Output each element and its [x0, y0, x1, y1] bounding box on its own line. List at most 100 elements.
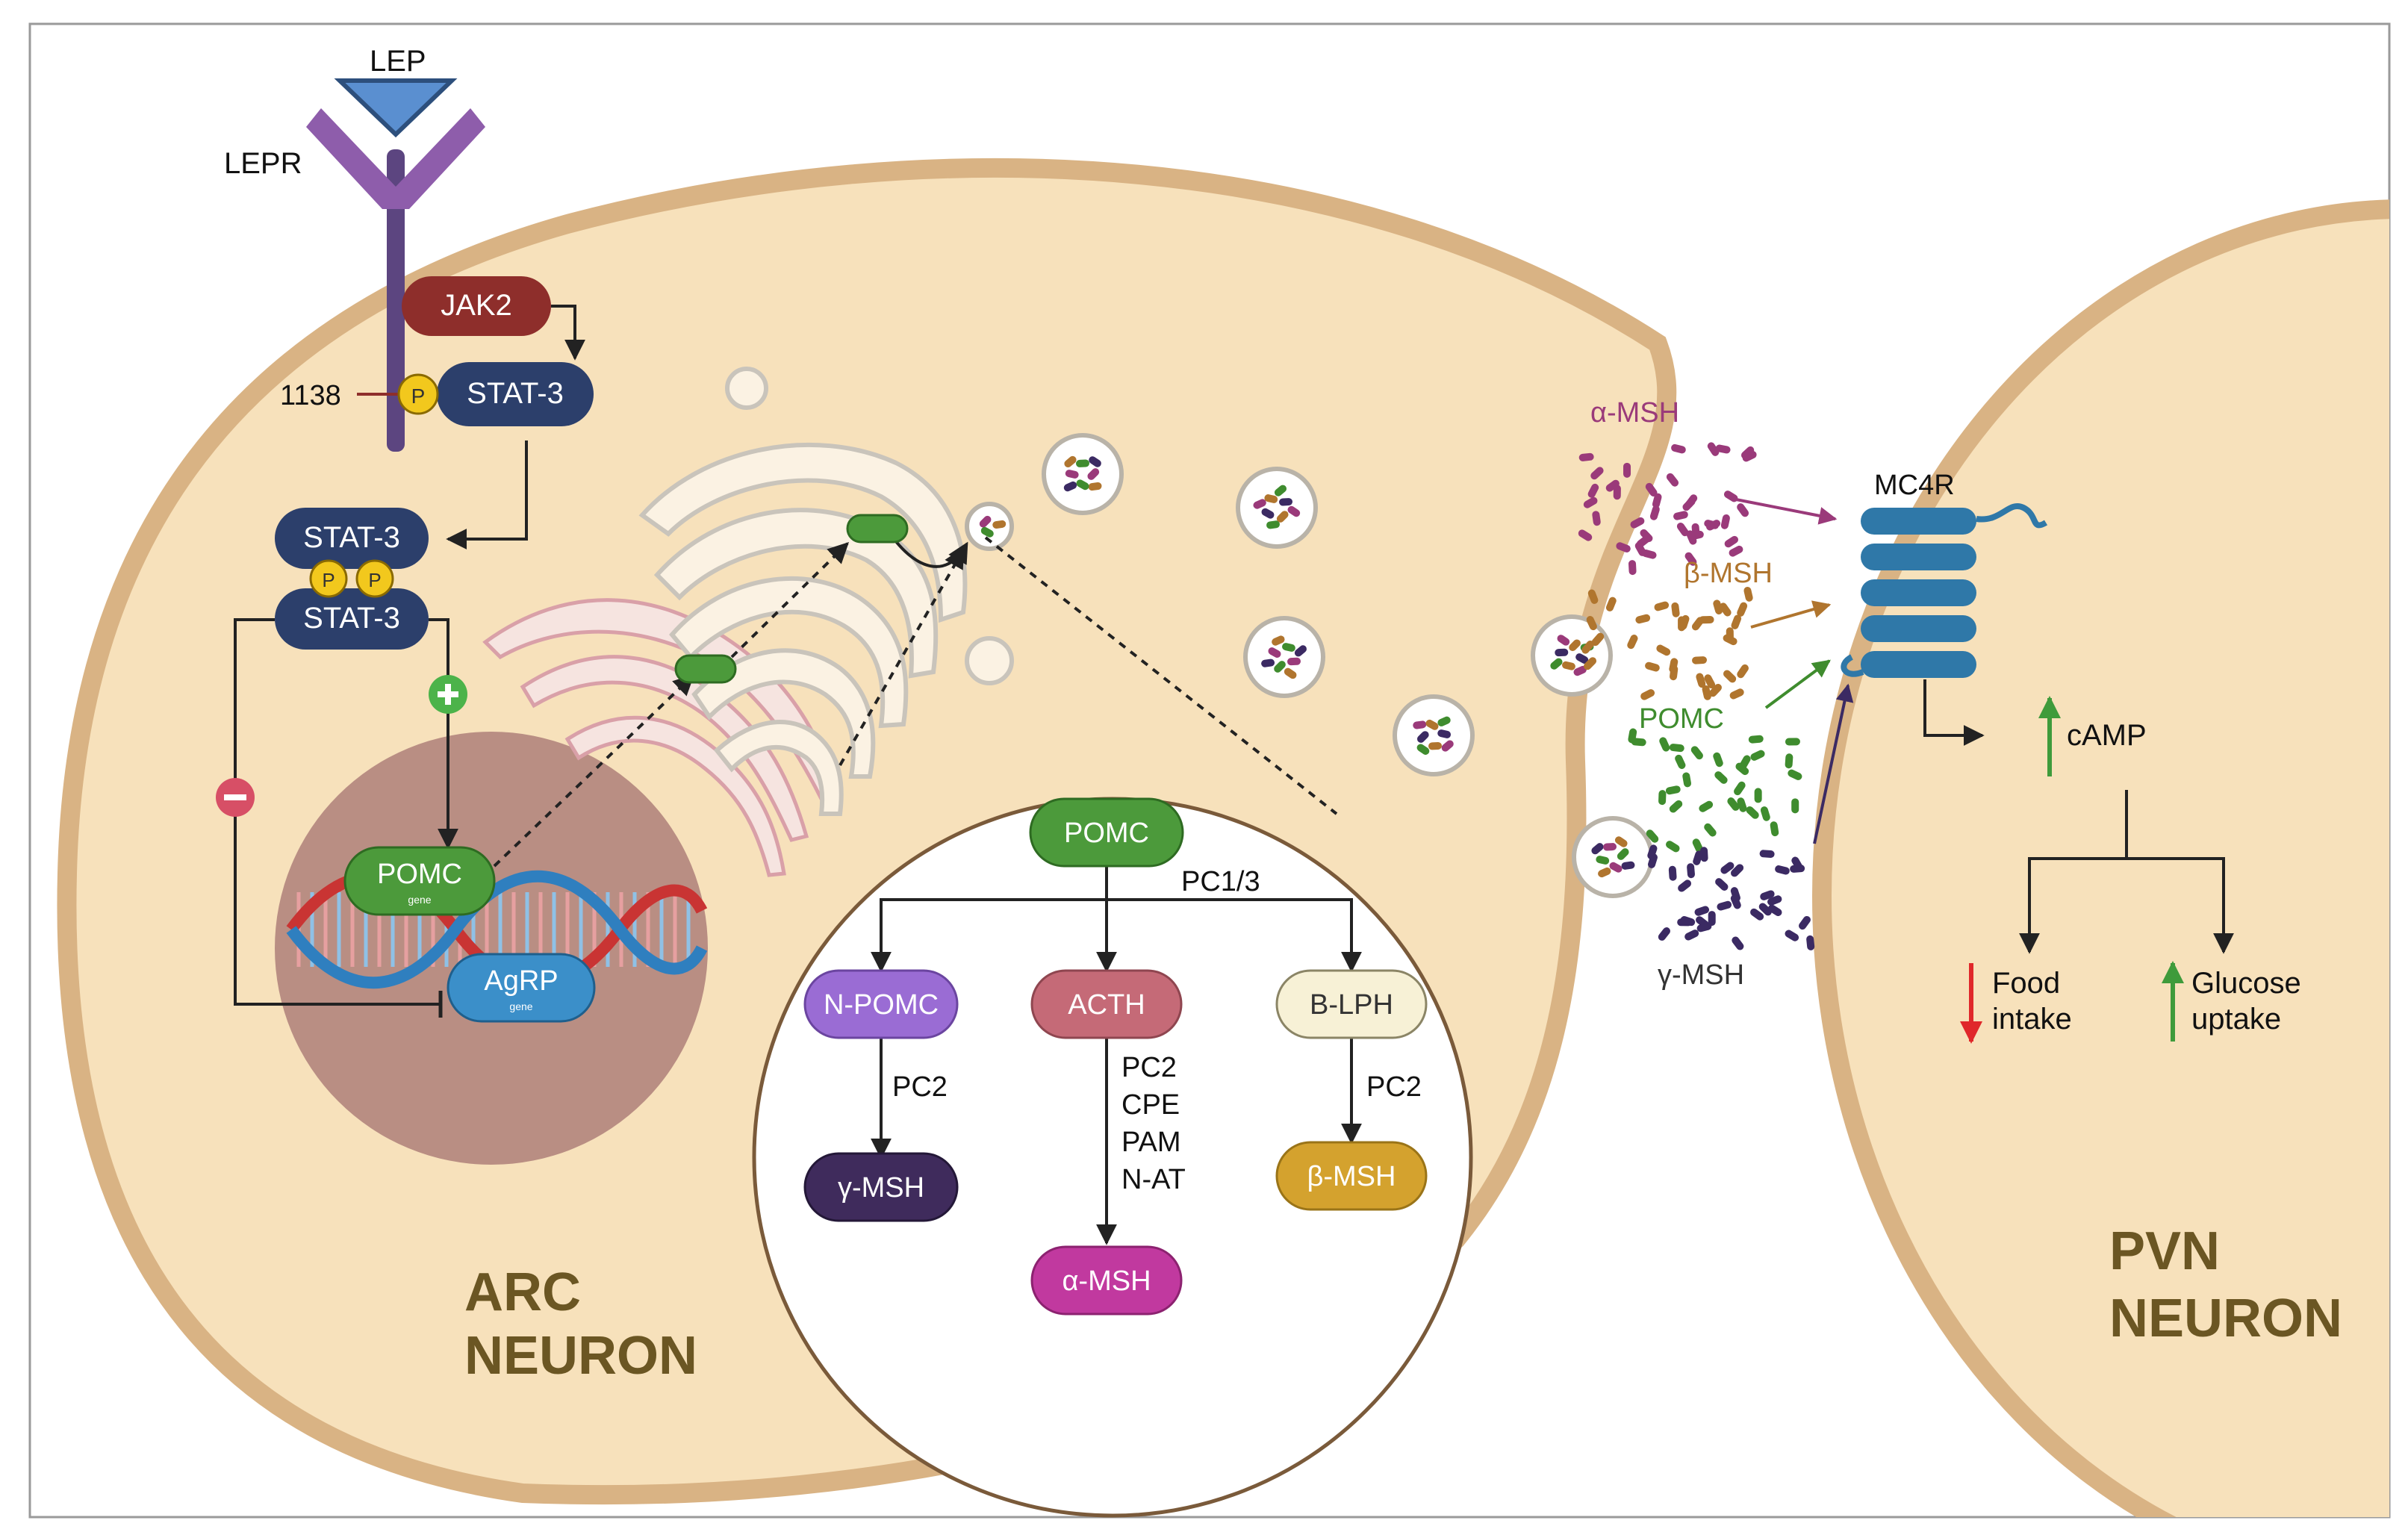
- vesicle: [965, 502, 1014, 551]
- peptide: [1740, 446, 1755, 459]
- inset-gamma-msh-box: [803, 1152, 959, 1222]
- peptide: [1671, 602, 1680, 617]
- food-intake-label-line2: intake: [1992, 1003, 2072, 1036]
- phospho-circle: [309, 559, 348, 598]
- inset-npomc-box: [803, 969, 959, 1039]
- peptide: [1731, 614, 1742, 629]
- peptide: [1613, 485, 1621, 500]
- inset-pc13-label: PC1/3: [1181, 866, 1260, 897]
- peptide: [1723, 670, 1737, 683]
- gene-tag: gene: [509, 1000, 532, 1012]
- pomc-peptide-label: POMC: [1639, 703, 1724, 735]
- peptide: [1791, 798, 1799, 814]
- peptide: [1735, 762, 1749, 776]
- peptide: [1682, 772, 1692, 788]
- peptide: [1702, 685, 1711, 700]
- peptide: [1693, 850, 1703, 865]
- golgi-to-vesicle-arrow: [887, 530, 965, 570]
- peptide: [1645, 482, 1658, 497]
- peptide: [1616, 542, 1631, 552]
- peptide: [1630, 517, 1645, 529]
- peptide: [1592, 511, 1601, 526]
- peptide: [1635, 614, 1651, 624]
- peptide: [1652, 493, 1662, 508]
- peptide: [1719, 603, 1732, 617]
- phospho-circle: [397, 373, 439, 415]
- peptide: [1770, 821, 1779, 837]
- peptide: [1704, 823, 1717, 837]
- inset-blph-box: [1275, 969, 1428, 1039]
- peptide: [1691, 523, 1700, 538]
- peptide: [1578, 529, 1593, 541]
- stat3-to-dimer-arrow: [446, 440, 528, 549]
- peptide: [1654, 601, 1670, 611]
- peptide: [1737, 503, 1749, 517]
- peptide: [1799, 915, 1811, 930]
- inset-acth-enzyme-3: PAM: [1121, 1127, 1181, 1158]
- peptide: [1649, 505, 1660, 520]
- mc4r-to-camp-arrow: [1923, 679, 1985, 746]
- peptide: [1730, 894, 1741, 909]
- peptide: [1750, 908, 1764, 921]
- peptide: [1785, 753, 1793, 769]
- peptide: [1678, 879, 1692, 892]
- peptide: [1737, 602, 1748, 617]
- golgi-apparatus: [638, 443, 968, 816]
- peptide: [1731, 864, 1744, 877]
- vesicle: [1236, 467, 1318, 549]
- peptide: [1690, 746, 1703, 760]
- peptide: [1669, 744, 1684, 753]
- peptide: [1583, 657, 1597, 670]
- inset-acth-enzyme-2: CPE: [1121, 1089, 1180, 1121]
- camp-outcome-arrows: [2019, 790, 2234, 954]
- inset-pc2-label-right: PC2: [1366, 1071, 1422, 1103]
- peptide: [1699, 616, 1714, 624]
- peptide: [1670, 665, 1679, 681]
- beta-msh-arrow: [1750, 600, 1832, 629]
- glucose-uptake-label-line1: Glucose: [2191, 967, 2301, 1000]
- peptide: [1717, 900, 1732, 911]
- peptide: [1708, 911, 1716, 927]
- peptide: [1647, 844, 1658, 859]
- mc4r-label: MC4R: [1874, 470, 1955, 501]
- glucose-uptake-label-line2: uptake: [2191, 1003, 2281, 1036]
- peptide: [1729, 545, 1743, 557]
- peptide: [1734, 781, 1746, 796]
- peptide: [1581, 640, 1594, 654]
- lep-label: LEP: [370, 45, 426, 78]
- peptide: [1768, 904, 1782, 916]
- peptide: [1675, 754, 1686, 769]
- arc-neuron-label-line1: ARC: [464, 1263, 581, 1322]
- lep-ligand: [334, 78, 458, 138]
- inset-alpha-msh-label: α-MSH: [1062, 1265, 1151, 1297]
- phospho-circle: [355, 559, 394, 598]
- stat3-dimer-bottom-label: STAT-3: [303, 602, 400, 635]
- peptide: [1666, 473, 1679, 487]
- camp-label: cAMP: [2067, 719, 2147, 752]
- vesicle: [1243, 616, 1325, 698]
- peptide: [1587, 483, 1599, 498]
- peptide: [1790, 865, 1805, 873]
- peptide: [1646, 829, 1659, 843]
- peptide: [1709, 683, 1722, 697]
- activation-line: [429, 618, 458, 850]
- peptide: [1684, 552, 1697, 566]
- inset-pc2-label-left: PC2: [892, 1071, 948, 1103]
- vesicle: [1531, 614, 1613, 697]
- peptide: [1732, 936, 1744, 950]
- peptide: [1785, 738, 1800, 746]
- inset-acth-enzyme-4: N-AT: [1121, 1164, 1186, 1195]
- agrp-gene-box: [447, 953, 596, 1023]
- jak2-label: JAK2: [441, 289, 512, 322]
- jak2-box: [402, 276, 551, 336]
- pomc-precursor-pill: [846, 514, 909, 544]
- pomc-trafficking-path: [493, 536, 1338, 868]
- peptide: [1760, 890, 1775, 900]
- golgi-vesicle: [965, 636, 1014, 685]
- stat3-label: STAT-3: [467, 377, 564, 410]
- peptide: [1715, 878, 1729, 891]
- peptide: [1628, 728, 1637, 744]
- inset-acth-box: [1030, 969, 1183, 1039]
- vesicle: [1393, 694, 1475, 776]
- peptide: [1665, 785, 1681, 795]
